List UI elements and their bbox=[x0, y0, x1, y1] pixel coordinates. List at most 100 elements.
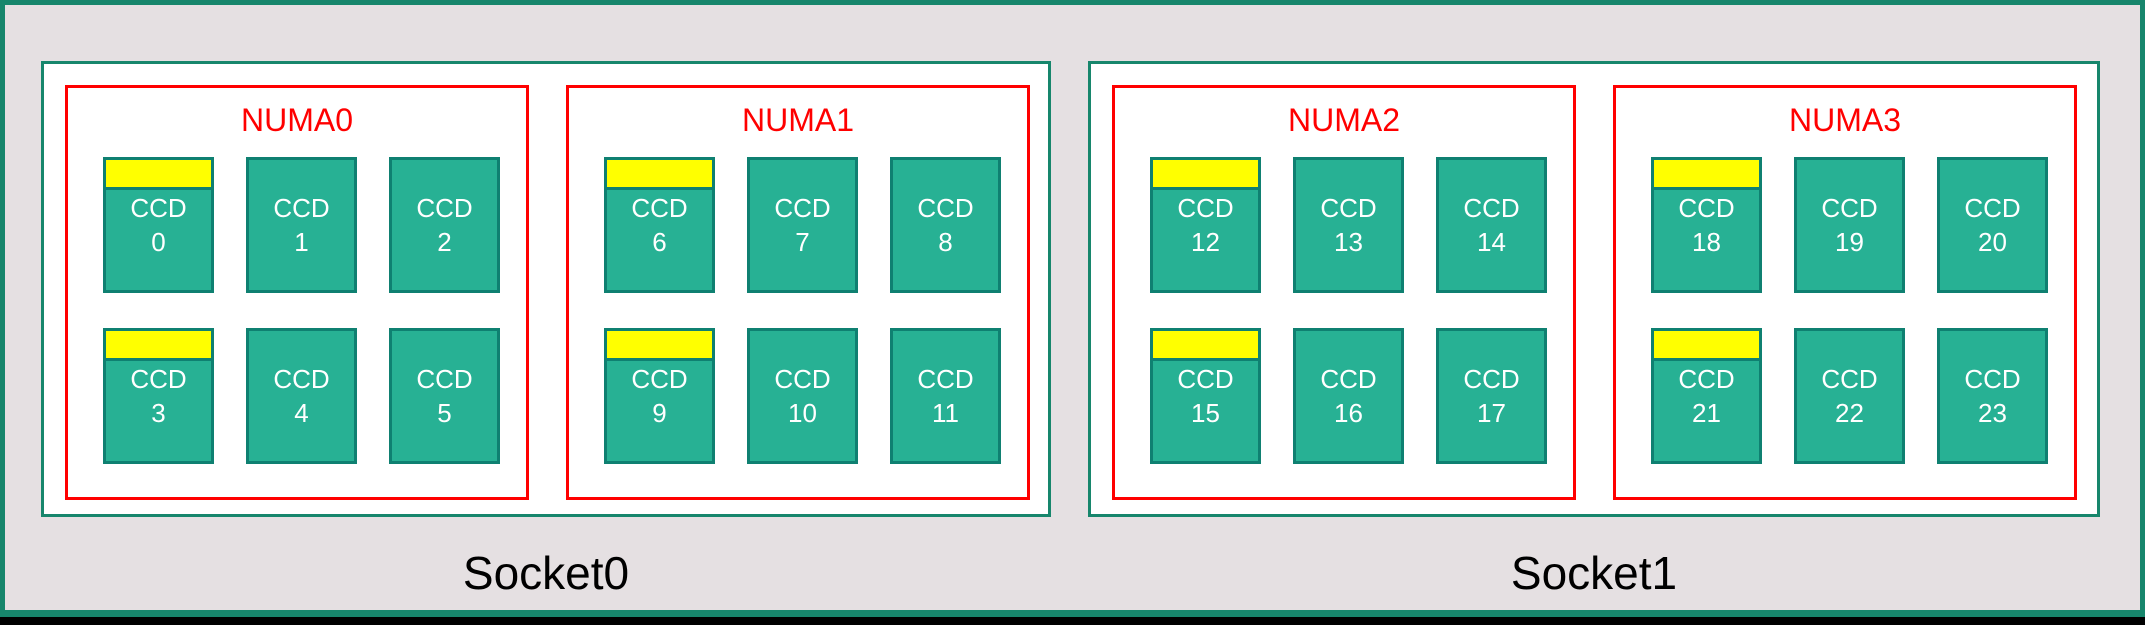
ccd-box-5: CCD 5 bbox=[389, 328, 500, 464]
ccd-label-18: CCD 18 bbox=[1654, 160, 1759, 290]
ccd-box-18: CCD 18 bbox=[1651, 157, 1762, 293]
numa0-label: NUMA0 bbox=[240, 102, 353, 138]
ccd-word: CCD bbox=[130, 193, 187, 223]
ccd-label-1: CCD 1 bbox=[249, 160, 354, 290]
ccd-word: CCD bbox=[1964, 364, 2021, 394]
socket1-label: Socket1 bbox=[1510, 547, 1678, 599]
bottom-black-band bbox=[0, 617, 2145, 625]
ccd-word: CCD bbox=[1177, 193, 1234, 223]
ccd-word: CCD bbox=[1821, 193, 1878, 223]
ccd-box-8: CCD 8 bbox=[890, 157, 1001, 293]
ccd-number: 3 bbox=[151, 398, 166, 428]
ccd-word: CCD bbox=[631, 193, 688, 223]
ccd-label-9: CCD 9 bbox=[607, 331, 712, 461]
ccd-number: 10 bbox=[788, 398, 817, 428]
ccd-box-20: CCD 20 bbox=[1937, 157, 2048, 293]
ccd-number: 23 bbox=[1978, 398, 2007, 428]
ccd-box-19: CCD 19 bbox=[1794, 157, 1905, 293]
ccd-word: CCD bbox=[1320, 364, 1377, 394]
ccd-label-12: CCD 12 bbox=[1153, 160, 1258, 290]
ccd-number: 15 bbox=[1191, 398, 1220, 428]
ccd-number: 16 bbox=[1334, 398, 1363, 428]
ccd-word: CCD bbox=[774, 364, 831, 394]
ccd-number: 20 bbox=[1978, 227, 2007, 257]
ccd-word: CCD bbox=[130, 364, 187, 394]
numa3-label: NUMA3 bbox=[1788, 102, 1901, 138]
highlight-stripe bbox=[1153, 160, 1258, 190]
ccd-box-21: CCD 21 bbox=[1651, 328, 1762, 464]
ccd-label-20: CCD 20 bbox=[1940, 160, 2045, 290]
ccd-number: 11 bbox=[932, 398, 959, 428]
highlight-stripe bbox=[1654, 331, 1759, 361]
ccd-label-19: CCD 19 bbox=[1797, 160, 1902, 290]
ccd-label-13: CCD 13 bbox=[1296, 160, 1401, 290]
highlight-stripe bbox=[106, 160, 211, 190]
ccd-label-2: CCD 2 bbox=[392, 160, 497, 290]
highlight-stripe bbox=[607, 331, 712, 361]
ccd-label-21: CCD 21 bbox=[1654, 331, 1759, 461]
ccd-box-12: CCD 12 bbox=[1150, 157, 1261, 293]
ccd-label-23: CCD 23 bbox=[1940, 331, 2045, 461]
ccd-word: CCD bbox=[273, 193, 330, 223]
highlight-stripe bbox=[106, 331, 211, 361]
ccd-box-10: CCD 10 bbox=[747, 328, 858, 464]
ccd-number: 18 bbox=[1692, 227, 1721, 257]
ccd-label-17: CCD 17 bbox=[1439, 331, 1544, 461]
ccd-number: 21 bbox=[1692, 398, 1721, 428]
ccd-number: 5 bbox=[437, 398, 452, 428]
ccd-box-4: CCD 4 bbox=[246, 328, 357, 464]
ccd-box-3: CCD 3 bbox=[103, 328, 214, 464]
ccd-box-16: CCD 16 bbox=[1293, 328, 1404, 464]
numa2-label: NUMA2 bbox=[1287, 102, 1400, 138]
ccd-box-1: CCD 1 bbox=[246, 157, 357, 293]
ccd-box-23: CCD 23 bbox=[1937, 328, 2048, 464]
ccd-word: CCD bbox=[1463, 193, 1520, 223]
ccd-number: 12 bbox=[1191, 227, 1220, 257]
ccd-word: CCD bbox=[416, 193, 473, 223]
ccd-label-5: CCD 5 bbox=[392, 331, 497, 461]
ccd-word: CCD bbox=[1678, 364, 1735, 394]
ccd-word: CCD bbox=[416, 364, 473, 394]
ccd-number: 22 bbox=[1835, 398, 1864, 428]
ccd-number: 14 bbox=[1477, 227, 1506, 257]
ccd-number: 4 bbox=[294, 398, 309, 428]
ccd-box-15: CCD 15 bbox=[1150, 328, 1261, 464]
ccd-number: 0 bbox=[151, 227, 166, 257]
ccd-word: CCD bbox=[631, 364, 688, 394]
ccd-word: CCD bbox=[774, 193, 831, 223]
ccd-word: CCD bbox=[1320, 193, 1377, 223]
highlight-stripe bbox=[1153, 331, 1258, 361]
ccd-word: CCD bbox=[1177, 364, 1234, 394]
ccd-word: CCD bbox=[1821, 364, 1878, 394]
socket0-label: Socket0 bbox=[462, 547, 630, 599]
ccd-number: 13 bbox=[1334, 227, 1363, 257]
ccd-label-14: CCD 14 bbox=[1439, 160, 1544, 290]
ccd-label-15: CCD 15 bbox=[1153, 331, 1258, 461]
ccd-number: 19 bbox=[1835, 227, 1864, 257]
ccd-label-4: CCD 4 bbox=[249, 331, 354, 461]
highlight-stripe bbox=[607, 160, 712, 190]
ccd-number: 8 bbox=[938, 227, 953, 257]
ccd-word: CCD bbox=[1678, 193, 1735, 223]
ccd-label-8: CCD 8 bbox=[893, 160, 998, 290]
ccd-word: CCD bbox=[917, 193, 974, 223]
ccd-box-17: CCD 17 bbox=[1436, 328, 1547, 464]
ccd-number: 17 bbox=[1477, 398, 1506, 428]
ccd-number: 2 bbox=[437, 227, 452, 257]
ccd-box-9: CCD 9 bbox=[604, 328, 715, 464]
ccd-word: CCD bbox=[273, 364, 330, 394]
ccd-box-2: CCD 2 bbox=[389, 157, 500, 293]
ccd-number: 1 bbox=[294, 227, 309, 257]
ccd-word: CCD bbox=[1964, 193, 2021, 223]
ccd-word: CCD bbox=[1463, 364, 1520, 394]
ccd-number: 9 bbox=[652, 398, 667, 428]
